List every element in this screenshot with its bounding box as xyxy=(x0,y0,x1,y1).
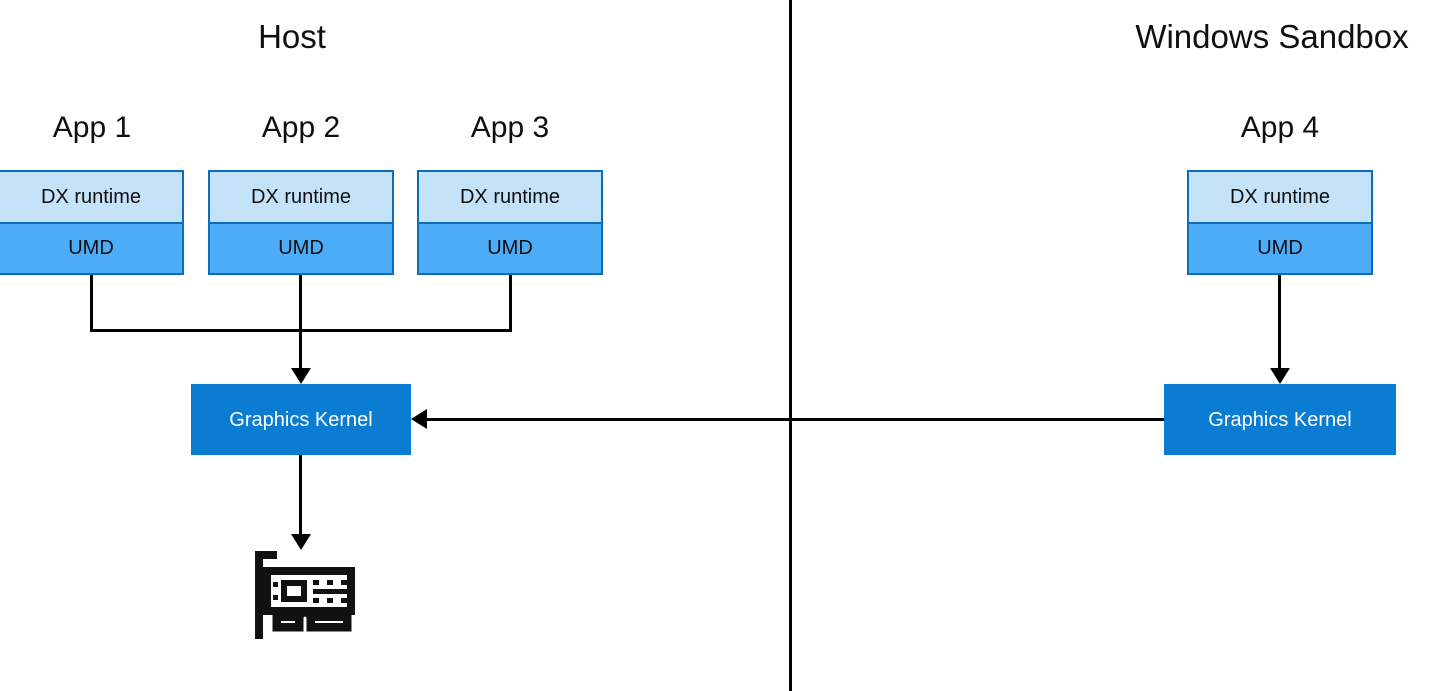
layer-umd-app-3: UMD xyxy=(419,223,601,273)
layer-dx-runtime-app-4: DX runtime xyxy=(1189,172,1371,224)
app-stack-app-4[interactable]: DX runtime UMD xyxy=(1187,170,1373,275)
layer-dx-runtime-app-2: DX runtime xyxy=(210,172,392,224)
arrowhead-into-sandbox-graphics-kernel xyxy=(1270,368,1290,384)
app-stack-app-1[interactable]: DX runtime UMD xyxy=(0,170,184,275)
arrowhead-into-gpu xyxy=(291,534,311,550)
graphics-card-icon xyxy=(251,547,359,639)
layer-umd-app-1: UMD xyxy=(0,223,182,273)
connector-app-1-stub xyxy=(90,275,93,332)
section-title-host: Host xyxy=(258,18,326,55)
connector-app-4-to-sandbox-kernel xyxy=(1278,275,1281,370)
arrowhead-into-host-graphics-kernel-side xyxy=(411,409,427,429)
app-label-app-3: App 3 xyxy=(470,111,550,144)
connector-host-kernel-to-gpu xyxy=(299,455,302,538)
arrowhead-into-host-graphics-kernel xyxy=(291,368,311,384)
app-stack-app-2[interactable]: DX runtime UMD xyxy=(208,170,394,275)
connector-sandbox-kernel-to-host-kernel xyxy=(424,418,1164,421)
app-label-app-1: App 1 xyxy=(52,111,132,144)
layer-dx-runtime-app-3: DX runtime xyxy=(419,172,601,224)
graphics-kernel-sandbox[interactable]: Graphics Kernel xyxy=(1164,384,1396,455)
app-label-app-4: App 4 xyxy=(1240,111,1320,144)
connector-app-3-stub xyxy=(509,275,512,332)
app-stack-app-3[interactable]: DX runtime UMD xyxy=(417,170,603,275)
host-sandbox-boundary-divider xyxy=(789,0,792,691)
connector-apps-to-host-kernel xyxy=(299,275,302,370)
layer-umd-app-4: UMD xyxy=(1189,223,1371,273)
layer-dx-runtime-app-1: DX runtime xyxy=(0,172,182,224)
section-title-windows-sandbox: Windows Sandbox xyxy=(1135,18,1409,55)
graphics-kernel-host[interactable]: Graphics Kernel xyxy=(191,384,411,455)
app-label-app-2: App 2 xyxy=(261,111,341,144)
layer-umd-app-2: UMD xyxy=(210,223,392,273)
